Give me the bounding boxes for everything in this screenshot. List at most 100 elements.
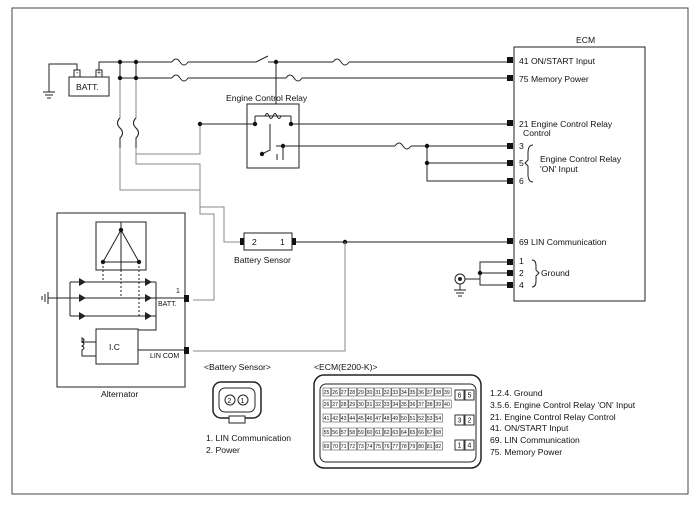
ecm-pin-number: 64 [401,430,407,436]
ecm-legend-3: 21. Engine Control Relay Control [490,412,616,422]
ecm-pin-cell [382,413,392,423]
ecm-pin-cell [382,427,392,437]
ecm-pin-number: 57 [341,430,347,436]
ecm-pin-number: 25 [324,390,330,396]
relay-box [246,103,300,169]
ecm-legend-5: 69. LIN Communication [490,435,580,445]
ecm-pin-number: 27 [341,390,347,396]
ecm-pin-cell [331,441,340,451]
fuse-5-icon [394,142,412,150]
ecm-pin-cell [331,413,340,423]
ecm-relay-on-line1: Engine Control Relay [540,154,622,164]
ecm-pin-cell [322,427,332,437]
ecm-pin-terminals [507,57,513,288]
ecm-pin-cell [391,387,400,397]
ecm-pin-number: 41 [324,416,330,422]
ecm-pin-number: 74 [367,444,373,450]
ecm-pin-69-label: LIN Communication [531,237,607,247]
ecm-side-pin-cell [464,389,475,401]
ecm-pin-cell [331,399,340,409]
ecm-pin-number: 36 [410,402,416,408]
ecm-pin-number: 39 [435,402,441,408]
ecm-pin-number: 55 [324,430,330,436]
relay-feed-wire [133,78,201,155]
ecm-pin-cell [331,427,340,437]
ecm-pin-cell [425,441,435,451]
resistor-icon [80,337,96,357]
ecm-pin-cell [348,427,357,437]
ecm-pin-cell [408,427,418,437]
ecm-pin-cell [391,441,400,451]
ecm-pin-number: 33 [392,390,398,396]
battery-ground-icon [43,91,55,99]
fuse-1-icon [171,58,189,66]
ecm-side-pin-cell [464,414,475,426]
ecm-pin-number: 29 [349,402,355,408]
ecm-pin-cell [434,413,443,423]
ecm-pin-69-num: 69 [519,237,529,247]
ecm-side-pin-cell [454,389,465,401]
ecm-pin-2-num: 2 [519,268,524,278]
ecm-pin-number: 48 [384,416,390,422]
ecm-pin-41-label: ON/START Input [531,56,596,66]
ecm-pin-6-num: 6 [519,176,524,186]
ecm-pin-cell [365,399,375,409]
ecm-module: ECM 41 ON/START Input 75 Memory Power 21… [507,35,646,302]
ecm-connector-title: <ECM(E200-K)> [314,362,378,372]
ecm-pin-cell [408,413,418,423]
ecm-pin-number: 34 [401,390,407,396]
ecm-pin-number: 50 [401,416,407,422]
ecm-pin-cell [400,387,409,397]
battery-sensor-pin-1: 1 [280,237,285,247]
ecm-pin-number: 72 [349,444,355,450]
ecm-pin-cell [425,399,435,409]
ecm-pin-number: 73 [358,444,364,450]
ecm-pin-cell [374,387,383,397]
ecm-legend-6: 75. Memory Power [490,447,562,457]
ecm-pin-number: 30 [358,402,364,408]
ecm-pin-cell [357,413,366,423]
ecm-pin-cell [391,399,400,409]
ecm-pin-number: 29 [358,390,364,396]
ecm-pin-number: 43 [341,416,347,422]
battery: - + BATT. [43,61,120,99]
relay-label: Engine Control Relay [226,93,308,103]
ecm-pin-number: 62 [384,430,390,436]
ecm-pin-number: 53 [427,416,433,422]
ecm-pin-number: 38 [435,390,441,396]
battery-label: BATT. [76,82,99,92]
ecm-pin-cell [348,399,357,409]
alternator-batt-pin: 1 [176,288,180,295]
ecm-pin-number: 75 [375,444,381,450]
ic-label: I.C [109,342,120,352]
ecm-pin-cell [357,427,366,437]
alternator-batt-label: BATT. [158,301,177,308]
ecm-pin-number: 38 [427,402,433,408]
ecm-pin-number: 78 [401,444,407,450]
ecm-pin-cell [434,441,443,451]
ecm-pin-cell [339,387,349,397]
ecm-pin-cell [400,441,409,451]
diode-icons [79,278,152,320]
ecm-side-pin-number: 3 [458,418,462,425]
ecm-ground [454,261,507,297]
ecm-box [513,46,646,302]
ecm-pin-number: 26 [332,390,338,396]
alternator-ground-icon [41,292,70,304]
ecm-pin-number: 44 [349,416,355,422]
ecm-pin-number: 52 [418,416,424,422]
ecm-pin-number: 82 [435,444,441,450]
ecm-pin-number: 36 [418,390,424,396]
battery-pos-wire [98,61,120,70]
ecm-legend-2: 3.5.6. Engine Control Relay 'ON' Input [490,400,636,410]
ecm-pin-cell [391,427,400,437]
ecm-pin-cell [374,441,383,451]
ecm-pin-number: 51 [410,416,416,422]
ecm-pin-cell [382,387,392,397]
battery-sensor-pin-2: 2 [252,237,257,247]
ecm-pin-number: 46 [367,416,373,422]
ecm-title: ECM [576,35,595,45]
ecm-pin-cell [400,427,409,437]
